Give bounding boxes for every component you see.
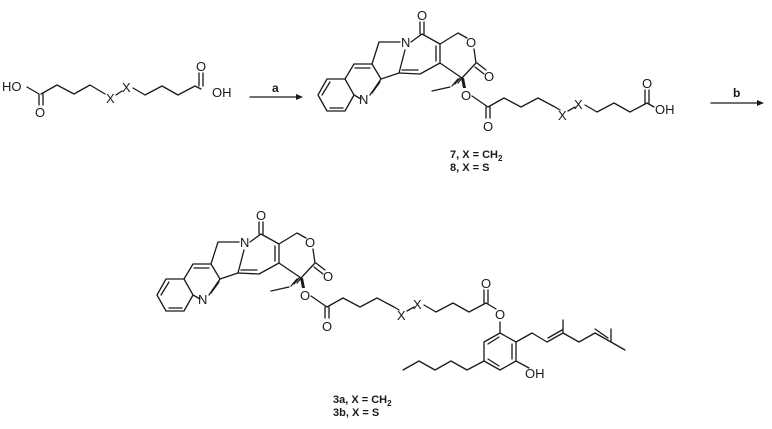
atom-oh-acid: OH (655, 102, 675, 117)
compound-labels-7-8: 7, X = CH2 8, X = S (450, 149, 503, 174)
atom-oh-right: OH (212, 85, 232, 100)
compound-label-8: 8, X = S (450, 162, 489, 174)
atom-x1: X (558, 108, 567, 123)
atom-x2: X (413, 297, 422, 312)
atom-x2: X (574, 97, 583, 112)
atom-o-lactone: O (466, 35, 476, 50)
atom-ho-left: HO (2, 79, 22, 94)
intermediate-camptothecin-acid: N N O O O O O X X O (317, 8, 675, 134)
atom-n-quinoline: N (198, 292, 207, 307)
atom-o-carbonyl-right: O (481, 276, 491, 291)
atom-o-lactone-carbonyl: O (484, 69, 494, 84)
atom-oh: OH (525, 366, 545, 381)
atom-o-right: O (196, 59, 206, 74)
compound-label-3b: 3b, X = S (333, 407, 379, 419)
atom-o-lactone: O (305, 235, 315, 250)
reaction-arrow-b: b (710, 86, 764, 106)
atom-x1: X (106, 91, 115, 106)
atom-n-quinoline: N (359, 92, 368, 107)
reagent-label-a: a (272, 81, 279, 95)
compound-label-7: 7, X = CH2 (450, 149, 503, 163)
product-conjugate: N N O O O O O X X O O (156, 208, 626, 381)
starting-material-diacid: HO O X X O OH (2, 59, 232, 120)
compound-label-3a: 3a, X = CH2 (333, 394, 392, 408)
atom-o-aryl-ester: O (495, 307, 505, 322)
atom-x1: X (397, 308, 406, 323)
atom-o-carbonyl-top: O (256, 208, 266, 223)
compound-labels-3a-3b: 3a, X = CH2 3b, X = S (333, 394, 392, 419)
atom-o-ester: O (300, 288, 310, 303)
atom-o-acid: O (642, 76, 652, 91)
atom-o-ester-carbonyl: O (322, 319, 332, 334)
atom-o-left: O (35, 105, 45, 120)
atom-n-ring: N (240, 235, 249, 250)
reaction-arrow-a: a (249, 81, 303, 100)
atom-o-lactone-carbonyl: O (323, 269, 333, 284)
atom-o-ester: O (461, 88, 471, 103)
atom-o-carbonyl-top: O (417, 8, 427, 23)
atom-n-ring: N (401, 35, 410, 50)
atom-o-ester-carbonyl: O (483, 119, 493, 134)
atom-x2: X (122, 80, 131, 95)
reagent-label-b: b (733, 86, 740, 100)
